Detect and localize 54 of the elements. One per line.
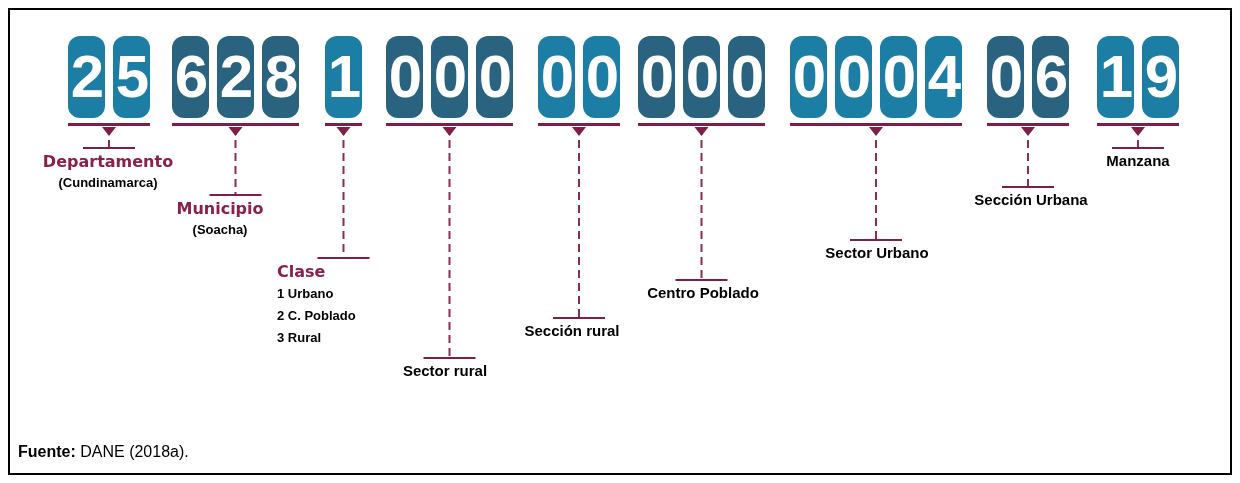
digit-tile: 0	[431, 36, 468, 118]
digit-group	[1097, 36, 1179, 126]
digit-group	[386, 36, 513, 126]
field-note: 1 Urbano	[277, 285, 334, 303]
field-label: Centro Poblado	[647, 283, 759, 303]
leader-line	[83, 126, 135, 149]
digit-tile: 0	[476, 36, 513, 118]
digit-tile: 0	[987, 36, 1024, 118]
digit-group	[790, 36, 962, 126]
digit-tile: 1	[1097, 36, 1134, 118]
field-label: Sector Urbano	[825, 243, 929, 263]
digit-tile: 6	[172, 36, 209, 118]
digit-tile: 0	[583, 36, 620, 118]
digit-tile: 4	[925, 36, 962, 118]
digit-tile: 0	[638, 36, 675, 118]
field-label: Departamento	[42, 151, 174, 173]
digit-tile: 0	[386, 36, 423, 118]
field-label: Clase	[277, 261, 326, 283]
digit-tile: 0	[790, 36, 827, 118]
digit-tile: 0	[835, 36, 872, 118]
digit-tile: 8	[262, 36, 299, 118]
field-label: Municipio	[176, 198, 264, 220]
field-note: (Soacha)	[192, 221, 248, 239]
field-label: Manzana	[1106, 151, 1170, 171]
field-note: 3 Rural	[277, 329, 322, 347]
digit-group	[638, 36, 765, 126]
digit-group	[172, 36, 299, 126]
leader-line	[675, 126, 728, 281]
field-label: Sector rural	[402, 361, 488, 381]
digit-group	[538, 36, 620, 126]
digit-tile: 1	[325, 36, 362, 118]
field-label: Sección rural	[524, 321, 620, 341]
source-note: Fuente: DANE (2018a).	[18, 442, 189, 462]
leader-line	[553, 126, 605, 319]
digit-tile: 9	[1142, 36, 1179, 118]
field-note: (Cundinamarca)	[58, 174, 158, 192]
digit-tile: 6	[1032, 36, 1069, 118]
leader-line	[209, 126, 262, 196]
digit-tile: 0	[728, 36, 765, 118]
digit-tile: 0	[880, 36, 917, 118]
field-label: Sección Urbana	[974, 190, 1088, 210]
leader-line	[1112, 126, 1164, 149]
leader-line	[317, 126, 370, 259]
leader-line	[423, 126, 476, 359]
leader-line	[1002, 126, 1054, 188]
digit-tile: 2	[68, 36, 105, 118]
digit-tile: 5	[113, 36, 150, 118]
digit-tile: 0	[683, 36, 720, 118]
digit-tile: 2	[217, 36, 254, 118]
digit-group	[68, 36, 150, 126]
digit-group	[987, 36, 1069, 126]
field-note: 2 C. Poblado	[277, 307, 356, 325]
leader-line	[850, 126, 902, 241]
digit-tile: 0	[538, 36, 575, 118]
